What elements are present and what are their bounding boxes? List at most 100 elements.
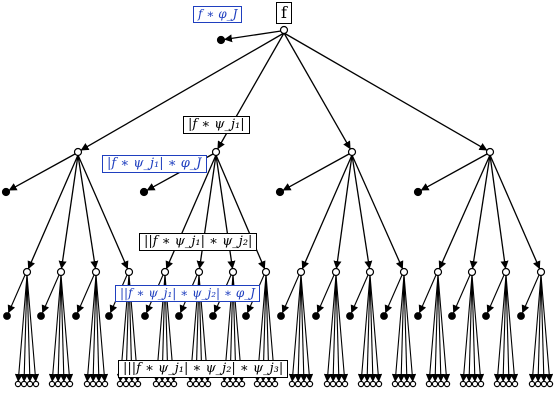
low-pass-output-order-2 <box>448 312 456 320</box>
level3-node <box>294 380 302 388</box>
edge-level2-to-level3 <box>431 274 440 383</box>
level2-node <box>261 267 271 277</box>
edge-level2-to-level3 <box>20 274 29 383</box>
edge-level2-lowpass <box>521 274 540 314</box>
edge-level2-to-level3 <box>465 274 474 383</box>
level3-node <box>220 380 228 388</box>
level3-node <box>54 380 62 388</box>
level3-node <box>335 380 343 388</box>
level3-node <box>89 380 97 388</box>
level2-node <box>467 267 477 277</box>
level3-node <box>459 380 467 388</box>
level3-node <box>443 380 451 388</box>
level3-node <box>431 380 439 388</box>
low-pass-label-order-0: f ∗ φ_J <box>193 6 243 24</box>
level3-node <box>323 380 331 388</box>
level3-node <box>534 380 542 388</box>
edge-level1-lowpass <box>8 153 76 191</box>
level2-node <box>296 267 306 277</box>
level2-node <box>194 267 204 277</box>
low-pass-output-order-2 <box>3 312 11 320</box>
low-pass-label-order-1: |f ∗ ψ_j₁| ∗ φ_J <box>102 155 207 174</box>
edge-level1-lowpass <box>420 153 488 191</box>
edge-level2-to-level3 <box>48 274 62 383</box>
edge-level2-to-level3 <box>357 274 371 383</box>
edge-level2-to-level3 <box>499 274 508 383</box>
low-pass-output-order-2 <box>277 312 285 320</box>
edge-level2-lowpass <box>76 274 95 314</box>
edge-level2-to-level3 <box>505 274 519 383</box>
level1-node <box>211 147 221 157</box>
low-pass-output-order-1 <box>1 187 11 197</box>
low-pass-output-order-2 <box>346 312 354 320</box>
low-pass-label-order-2: ||f ∗ ψ_j₁| ∗ ψ_j₂| ∗ φ_J <box>115 285 261 303</box>
edge-level1-to-level2 <box>27 154 79 270</box>
low-pass-output-order-2 <box>242 312 250 320</box>
edge-level2-to-level3 <box>288 274 302 383</box>
edge-level2-to-level3 <box>334 274 343 383</box>
level3-node <box>204 380 212 388</box>
low-pass-output-order-2 <box>414 312 422 320</box>
level3-node <box>83 380 91 388</box>
level2-node <box>331 267 341 277</box>
level3-node <box>409 380 417 388</box>
edge-level2-to-level3 <box>437 274 451 383</box>
edge-root-lowpass <box>223 30 282 43</box>
edge-level2-lowpass <box>41 274 60 314</box>
level2-node <box>56 267 66 277</box>
level3-node <box>48 380 56 388</box>
edge-level1-to-level2 <box>301 154 353 270</box>
edge-level2-to-level3 <box>540 274 554 383</box>
level3-node <box>363 380 371 388</box>
level3-node <box>397 380 405 388</box>
level1-node <box>485 147 495 157</box>
edge-root-to-level1 <box>80 32 285 151</box>
level3-node <box>20 380 28 388</box>
level3-node <box>128 380 136 388</box>
edge-level2-lowpass <box>7 274 26 314</box>
low-pass-output-order-0 <box>216 35 226 45</box>
level3-node <box>238 380 246 388</box>
level3-node <box>505 380 513 388</box>
level3-node <box>232 380 240 388</box>
edge-level2-to-level3 <box>493 274 507 383</box>
level2-node <box>160 267 170 277</box>
edge-level1-to-level2 <box>215 154 266 270</box>
edge-level1-to-level2 <box>333 154 353 270</box>
level3-node <box>226 380 234 388</box>
level3-node <box>391 380 399 388</box>
edge-level1-to-level2 <box>438 154 491 270</box>
low-pass-output-order-2 <box>312 312 320 320</box>
edge-level2-to-level3 <box>403 274 417 383</box>
edge-level2-to-level3 <box>402 274 411 383</box>
edge-level2-to-level3 <box>539 274 548 383</box>
edge-level2-to-level3 <box>459 274 473 383</box>
edge-level2-to-level3 <box>95 274 109 383</box>
second-order-label: ||f ∗ ψ_j₁| ∗ ψ_j₂| <box>139 233 258 252</box>
edge-level2-to-level3 <box>470 274 479 383</box>
edge-level2-to-level3 <box>60 274 74 383</box>
level3-node <box>101 380 109 388</box>
level3-node <box>259 380 267 388</box>
edge-level2-to-level3 <box>335 274 349 383</box>
edge-level1-to-level2 <box>469 154 491 270</box>
edge-level2-to-level3 <box>83 274 97 383</box>
level3-node <box>26 380 34 388</box>
edge-level2-lowpass <box>486 274 505 314</box>
level2-node <box>365 267 375 277</box>
edge-level1-to-level2 <box>77 154 99 270</box>
tree-edges <box>7 30 554 383</box>
level3-node <box>198 380 206 388</box>
level2-node <box>536 267 546 277</box>
level3-node <box>152 380 160 388</box>
level2-node <box>22 267 32 277</box>
low-pass-output-order-2 <box>482 312 490 320</box>
level3-node <box>265 380 273 388</box>
level3-node <box>253 380 261 388</box>
edge-level1-lowpass <box>282 153 350 191</box>
level3-node <box>300 380 308 388</box>
edge-level2-lowpass <box>316 274 335 314</box>
level3-node <box>357 380 365 388</box>
edge-level2-to-level3 <box>89 274 98 383</box>
level3-node <box>170 380 178 388</box>
